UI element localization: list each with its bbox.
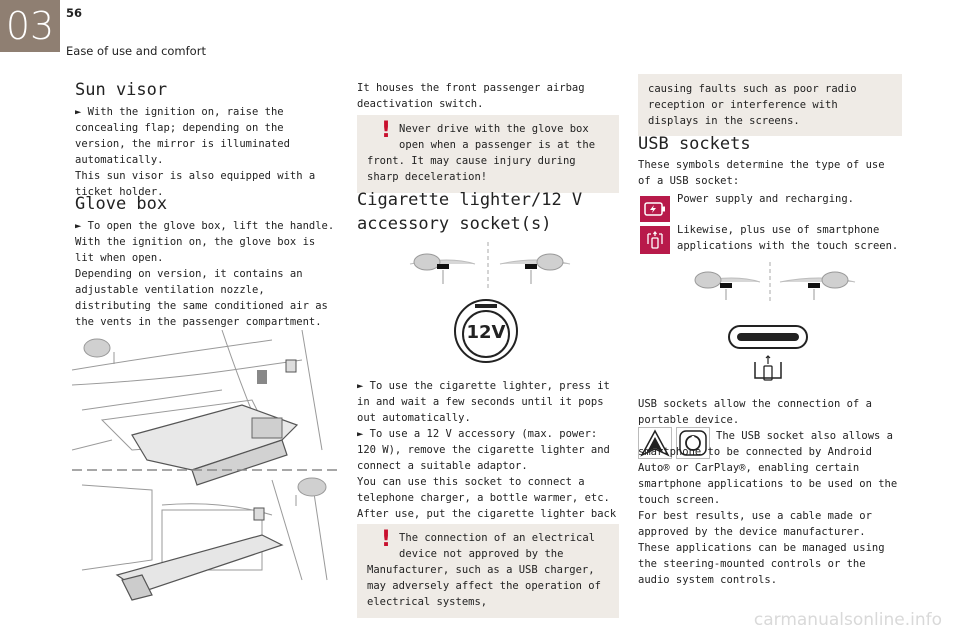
usb-symbol1-text: Power supply and recharging. — [677, 193, 855, 205]
12v-socket-icon: 12V — [453, 298, 519, 364]
usb-paragraph: For best results, use a cable made or ap… — [638, 510, 872, 538]
footer-watermark[interactable]: carmanualsonline.info — [753, 610, 942, 630]
chapter-number-badge: 03 — [0, 0, 60, 52]
sun-visor-section: ► With the ignition on, raise the concea… — [75, 104, 340, 200]
usb-paragraph: These applications can be managed using … — [638, 542, 885, 586]
interference-note: causing faults such as poor radio recept… — [638, 74, 902, 136]
warning-icon: ! — [381, 527, 392, 552]
socket-location-illustration — [409, 242, 571, 290]
lighter-heading: Cigarette lighter/12 V accessory socket(… — [357, 190, 583, 234]
glove-box-paragraph: With the ignition on, the glove box is l… — [75, 236, 316, 264]
battery-charging-icon — [640, 196, 670, 222]
usb-paragraph: The USB socket also allows a smartphone … — [638, 430, 898, 506]
warning-text: The connection of an electrical device n… — [367, 532, 601, 608]
warning-icon: ! — [381, 118, 392, 143]
lighter-section: ► To use the cigarette lighter, press it… — [357, 378, 619, 538]
glove-box-section: ► To open the glove box, lift the handle… — [75, 218, 340, 330]
lighter-paragraph: You can use this socket to connect a tel… — [357, 476, 610, 504]
airbag-note: It houses the front passenger airbag dea… — [357, 80, 619, 112]
sun-visor-paragraph: ► With the ignition on, raise the concea… — [75, 106, 290, 166]
usb-symbol2-label: Likewise, plus use of smartphone applica… — [677, 222, 902, 254]
usb-connect-section: The USB socket also allows a smartphone … — [638, 428, 900, 588]
glove-box-paragraph: ► To open the glove box, lift the handle… — [75, 220, 335, 232]
sun-visor-paragraph: This sun visor is also equipped with a t… — [75, 170, 316, 198]
airbag-paragraph: It houses the front passenger airbag dea… — [357, 82, 585, 110]
note-text: causing faults such as poor radio recept… — [648, 83, 857, 127]
chapter-title: Ease of use and comfort — [66, 44, 206, 58]
usb-symbol2-text: Likewise, plus use of smartphone applica… — [677, 224, 899, 252]
glove-box-warning: ! Never drive with the glove box open wh… — [357, 115, 619, 193]
glove-box-paragraph: Depending on version, it contains an adj… — [75, 268, 328, 328]
usb-heading: USB sockets — [638, 134, 751, 154]
usb-intro-paragraph: These symbols determine the type of use … — [638, 159, 885, 187]
usb-port-icon — [728, 325, 808, 381]
page-number: 56 — [66, 6, 83, 20]
usb-paragraph: USB sockets allow the connection of a po… — [638, 398, 872, 426]
usb-symbol1-label: Power supply and recharging. — [677, 191, 897, 207]
sun-visor-heading: Sun visor — [75, 80, 168, 100]
smartphone-screen-icon — [640, 226, 670, 254]
lighter-paragraph: ► To use the cigarette lighter, press it… — [357, 380, 610, 424]
usb-location-illustration — [694, 262, 856, 302]
usb-portable-device: USB sockets allow the connection of a po… — [638, 396, 900, 428]
glove-box-heading: Glove box — [75, 194, 168, 214]
socket-label: 12V — [466, 322, 506, 343]
electrical-device-warning: ! The connection of an electrical device… — [357, 524, 619, 618]
glove-box-illustration — [72, 330, 337, 601]
warning-text: Never drive with the glove box open when… — [367, 123, 596, 183]
carplay-icon — [676, 427, 710, 459]
android-auto-icon — [638, 427, 672, 459]
usb-intro: These symbols determine the type of use … — [638, 157, 900, 189]
lighter-paragraph: ► To use a 12 V accessory (max. power: 1… — [357, 428, 610, 472]
